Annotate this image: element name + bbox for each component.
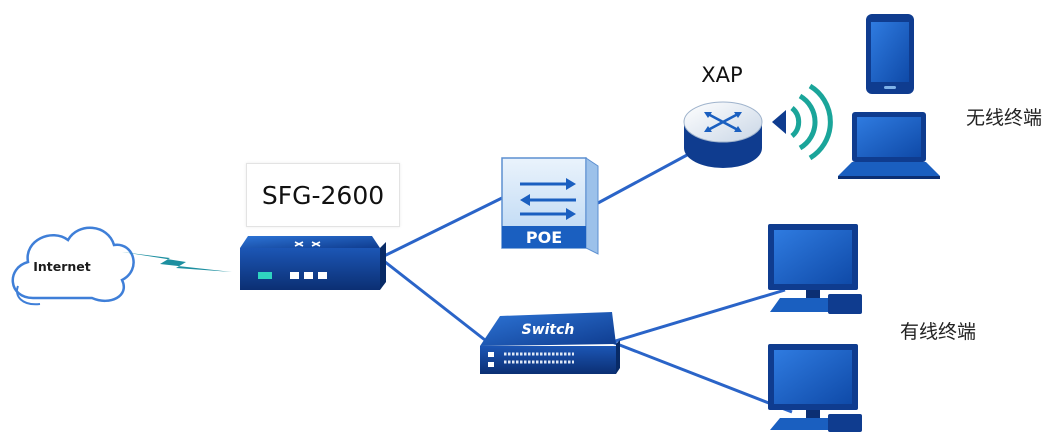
gateway-label-box: SFG-2600 xyxy=(246,163,400,227)
desktop-icon xyxy=(768,224,862,314)
gateway-icon xyxy=(240,236,386,290)
wireless-terminals-label: 无线终端 xyxy=(966,107,1043,129)
xap-label: XAP xyxy=(701,63,742,87)
poe-label: POE xyxy=(526,228,562,247)
wired-terminals-label: 有线终端 xyxy=(900,321,977,343)
poe-switch-icon: POE xyxy=(501,157,599,255)
lightning-icon xyxy=(122,252,232,272)
link-gateway-switch xyxy=(379,256,486,342)
connection-lines xyxy=(379,146,793,414)
internet-label: Internet xyxy=(33,259,91,274)
phone-icon xyxy=(866,14,914,94)
link-poe-ap xyxy=(597,146,701,205)
access-point-icon xyxy=(683,101,763,168)
laptop-icon xyxy=(838,112,940,179)
switch-icon: Switch xyxy=(480,312,620,374)
gateway-label: SFG-2600 xyxy=(261,180,385,210)
desktop-icon xyxy=(768,344,862,432)
switch-label: Switch xyxy=(522,322,575,338)
link-switch-desktop-1 xyxy=(611,288,786,344)
cloud-icon: Internet xyxy=(11,226,135,306)
link-gateway-poe xyxy=(379,196,503,260)
wifi-signal-icon xyxy=(772,83,833,161)
link-switch-desktop-2 xyxy=(611,340,793,414)
